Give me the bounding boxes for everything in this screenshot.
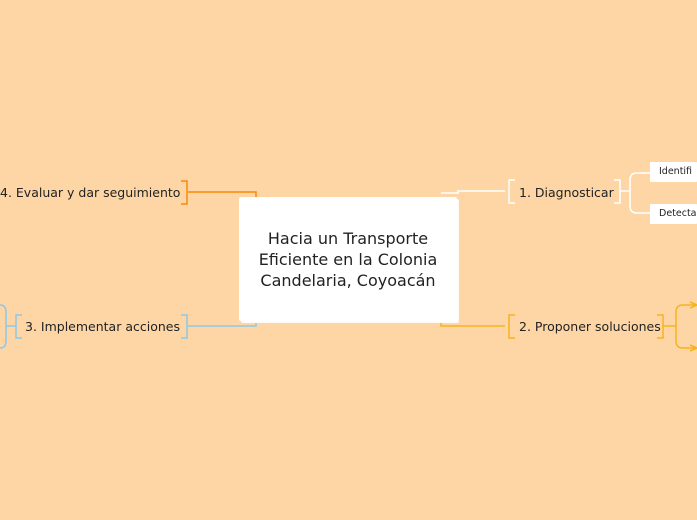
branch-proponer-soluciones[interactable]: 2. Proponer soluciones [519, 319, 661, 334]
bracket-right-branch-1 [614, 179, 621, 204]
subtopic-identificar[interactable]: Identifi [650, 162, 697, 182]
children-connector-branch-3 [0, 304, 16, 349]
central-topic-title: Hacia un Transporte Eficiente en la Colo… [258, 228, 438, 290]
bracket-left-branch-1 [508, 179, 515, 204]
children-connector-branch-2 [663, 301, 697, 352]
connector-branch-2 [440, 322, 505, 327]
branch-diagnosticar[interactable]: 1. Diagnosticar [519, 185, 614, 200]
connector-branch-1 [441, 190, 505, 194]
bracket-left-branch-3 [15, 314, 22, 339]
children-connector-branch-1 [620, 172, 650, 214]
central-topic[interactable]: Hacia un Transporte Eficiente en la Colo… [239, 197, 457, 321]
bracket-right-branch-3 [181, 314, 188, 339]
bracket-right-branch-4 [181, 180, 188, 205]
connector-branch-3 [188, 322, 257, 327]
connector-branch-4 [188, 191, 257, 197]
branch-implementar-acciones[interactable]: 3. Implementar acciones [25, 319, 180, 334]
branch-evaluar-seguimiento[interactable]: 4. Evaluar y dar seguimiento [0, 185, 181, 200]
bracket-left-branch-2 [508, 314, 515, 339]
subtopic-detectar[interactable]: Detecta [650, 204, 697, 224]
